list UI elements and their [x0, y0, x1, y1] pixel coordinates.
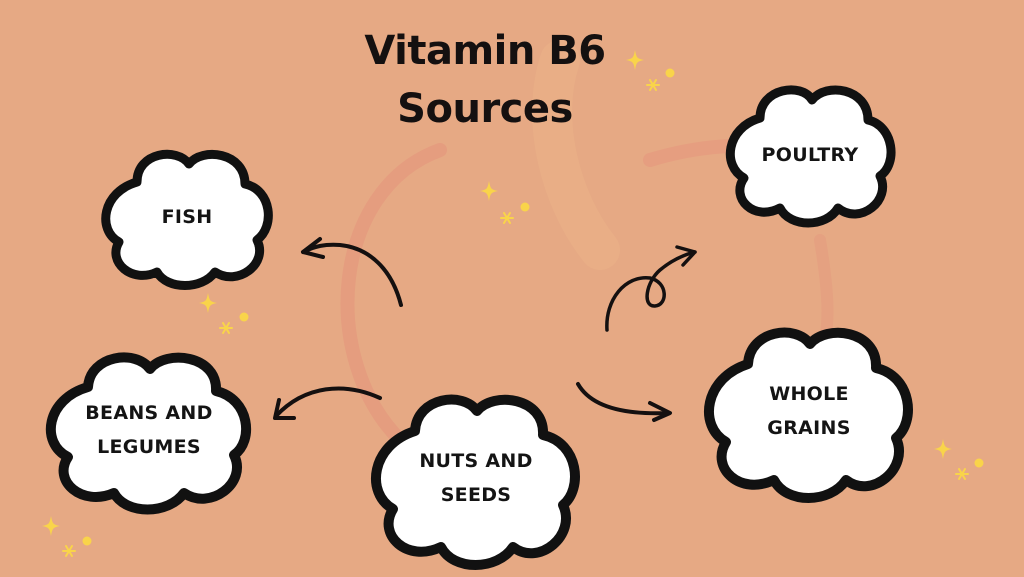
source-label-beans-line-2: LEGUMES: [97, 436, 201, 458]
cloud-icon: [101, 149, 273, 290]
source-label-fish: FISH: [161, 206, 213, 228]
arrow-to-whole-grains-icon: [576, 382, 672, 422]
page-title: Vitamin B6 Sources: [330, 22, 640, 138]
source-label-nuts-line-2: SEEDS: [440, 484, 512, 506]
arrow-to-poultry-icon: [605, 245, 697, 332]
source-label-poultry: POULTRY: [761, 144, 859, 166]
cloud-icon: [725, 85, 896, 228]
source-label-whole-line-1: WHOLE: [769, 383, 849, 405]
source-cloud-nuts-and-seeds: NUTS AND SEEDS: [365, 385, 587, 571]
sparkle-cluster-beans-icon: [42, 516, 92, 557]
source-label-beans-line-1: BEANS AND: [85, 402, 213, 424]
cloud-icon: [46, 352, 252, 515]
cloud-icon: [371, 394, 580, 570]
sparkle-cluster-center-icon: [480, 181, 530, 224]
arrow-to-fish-icon: [301, 237, 403, 307]
source-cloud-whole-grains: WHOLE GRAINS: [698, 318, 920, 504]
source-cloud-poultry: POULTRY: [722, 80, 898, 230]
source-label-nuts-line-1: NUTS AND: [419, 450, 533, 472]
source-cloud-fish: FISH: [97, 142, 277, 292]
source-label-whole-line-2: GRAINS: [767, 417, 851, 439]
title-line-2: Sources: [397, 86, 573, 132]
sparkle-cluster-grains-icon: [934, 439, 984, 480]
source-cloud-beans-and-legumes: BEANS AND LEGUMES: [40, 345, 258, 515]
title-line-1: Vitamin B6: [364, 28, 606, 74]
cloud-icon: [704, 327, 913, 503]
